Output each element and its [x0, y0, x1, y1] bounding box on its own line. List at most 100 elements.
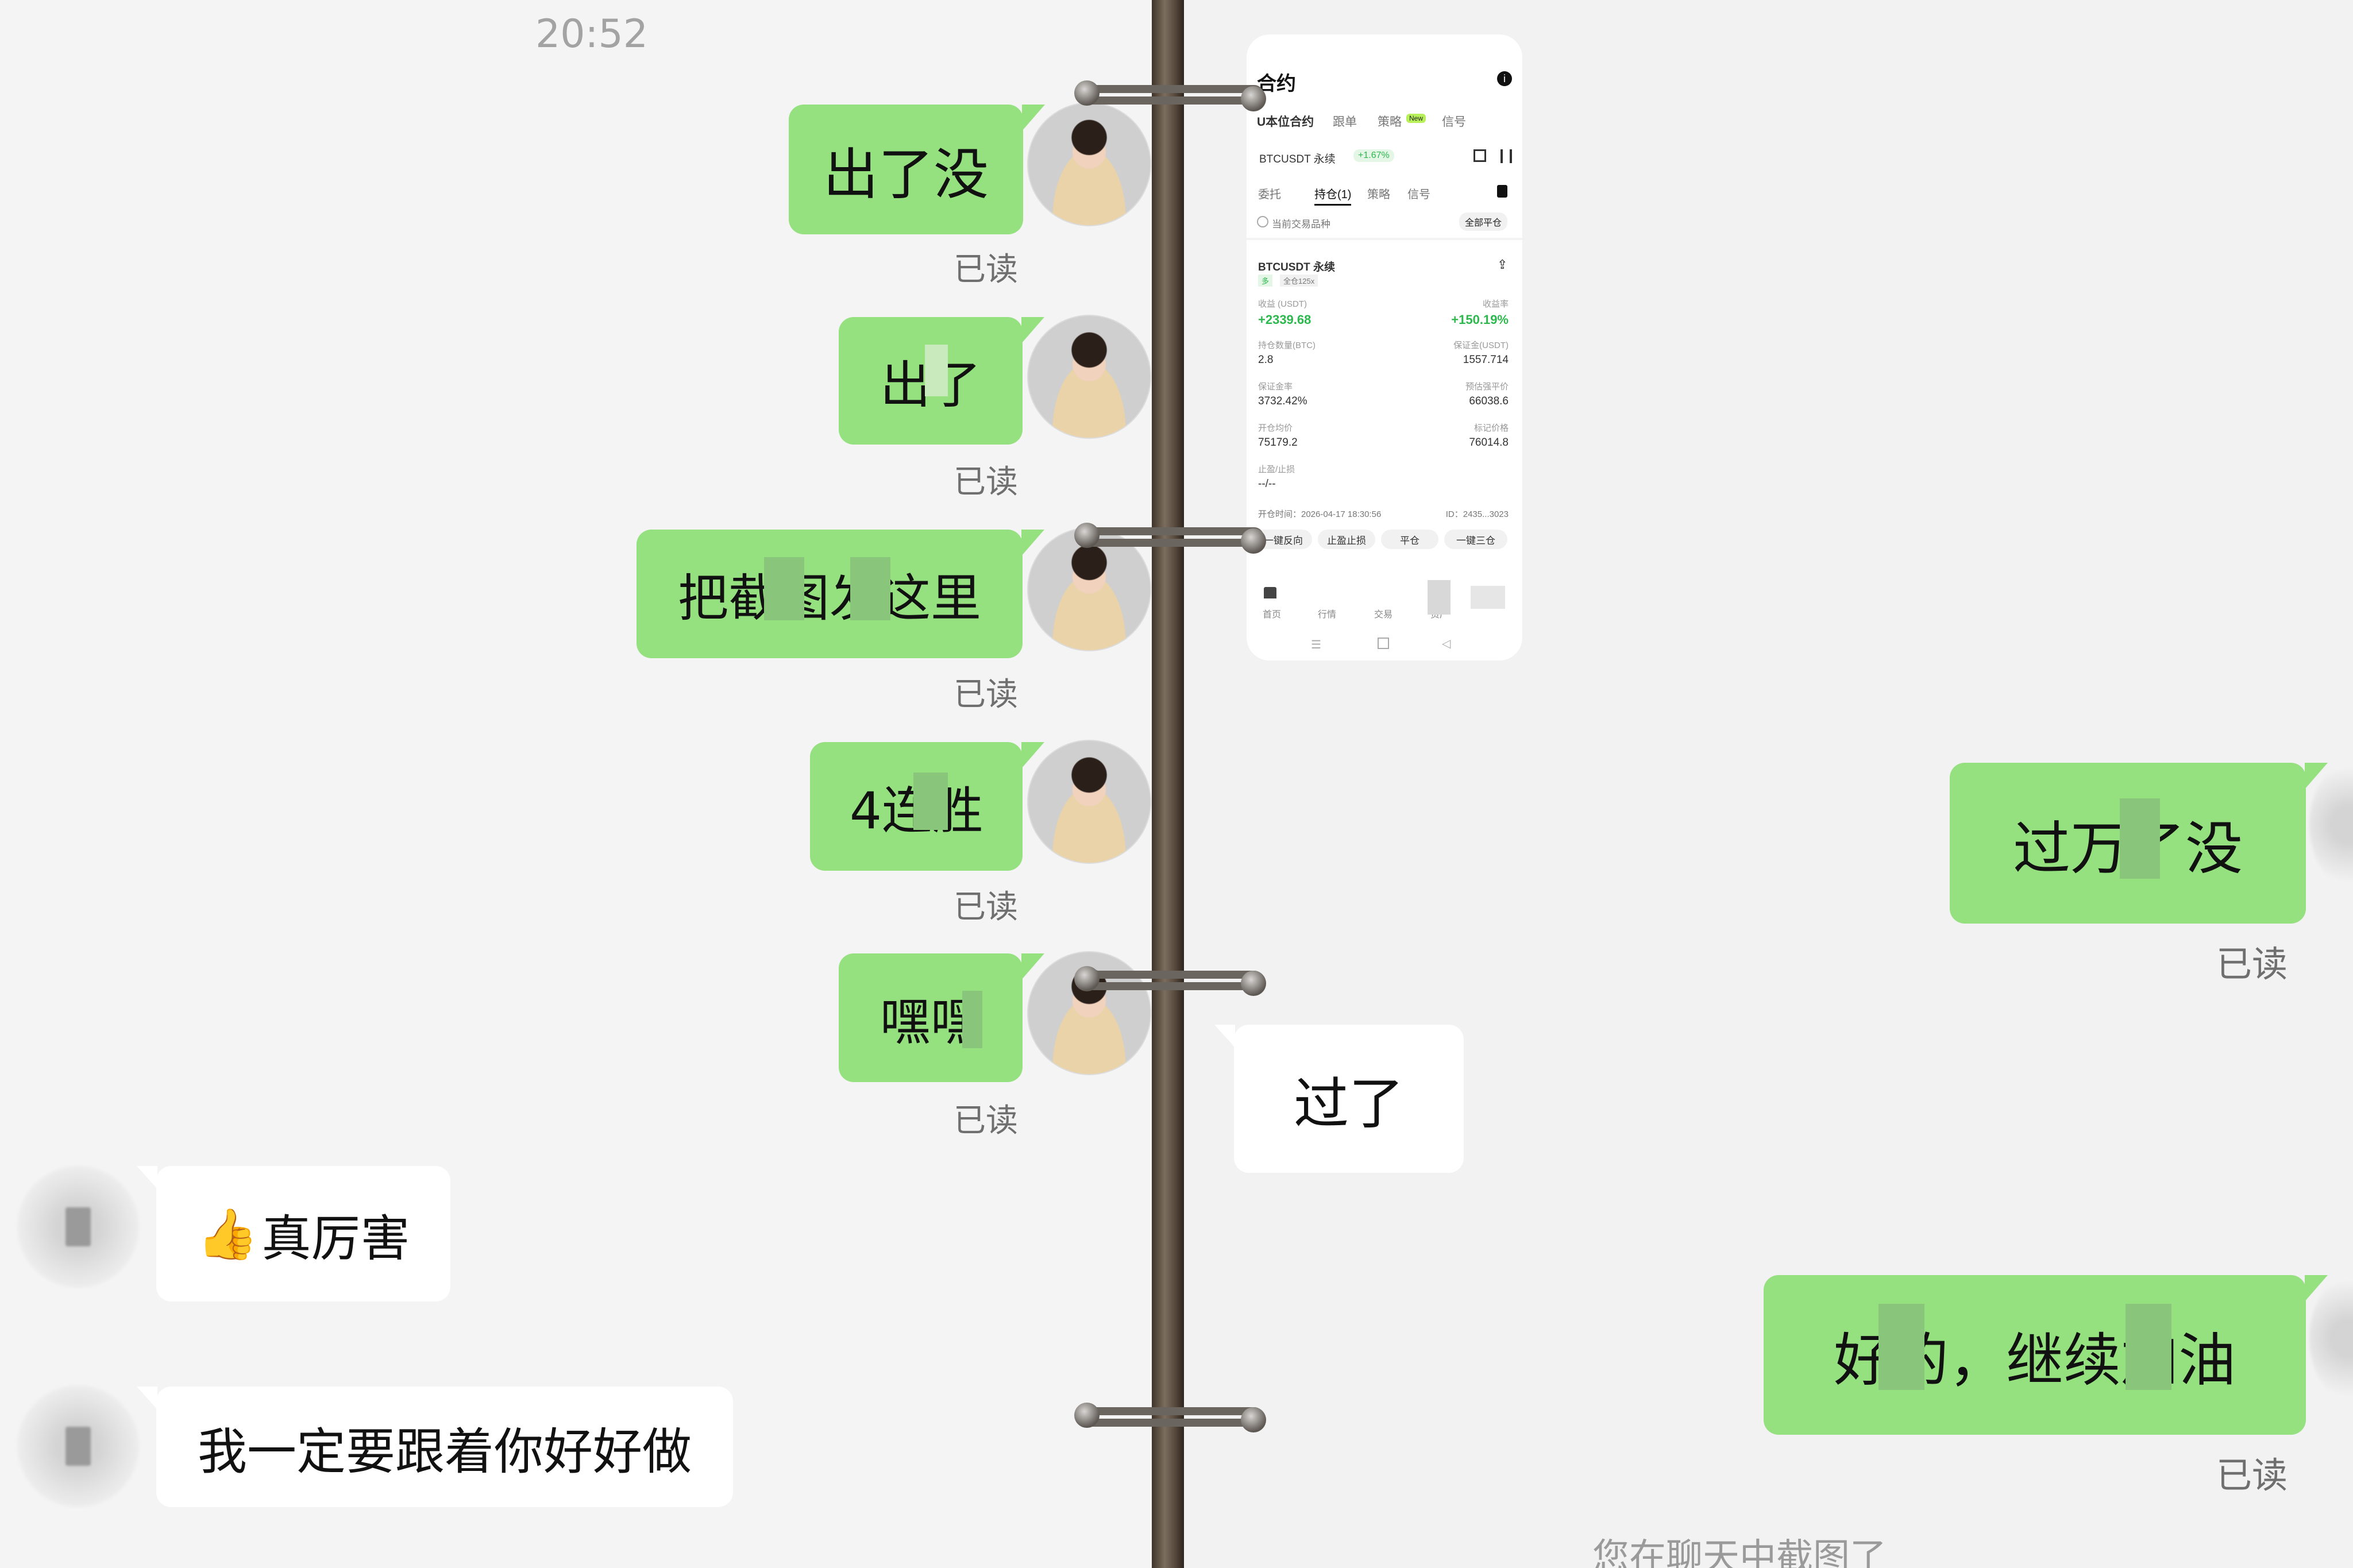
- chat-timestamp: 20:52: [535, 11, 648, 57]
- message-text: 出了没: [823, 142, 989, 207]
- pnl-label: 收益 (USDT): [1258, 299, 1307, 309]
- roi-value: +150.19%: [1451, 312, 1509, 327]
- leverage-tag: 全仓125x: [1280, 275, 1318, 287]
- tp-sl-button[interactable]: 止盈止损: [1318, 530, 1375, 549]
- received-message-bubble[interactable]: 👍 真厉害: [137, 1166, 450, 1301]
- ring-bead: [1074, 1403, 1100, 1428]
- document-icon[interactable]: [1497, 185, 1507, 198]
- received-message-bubble[interactable]: 过了: [1214, 1025, 1464, 1173]
- read-status: 已读: [2216, 1454, 2288, 1496]
- sent-message-bubble[interactable]: 出了没: [789, 105, 1045, 234]
- trading-screenshot-image[interactable]: 合约 i U本位合约 跟单 策略 New 信号 BTCUSDT 永续 +1.67…: [1247, 34, 1522, 661]
- entry-price-value: 75179.2: [1258, 437, 1298, 449]
- home-square-icon[interactable]: [1378, 638, 1389, 649]
- avatar[interactable]: [1028, 528, 1150, 650]
- avatar-silhouette: [65, 1427, 91, 1466]
- ring-bead: [1241, 1407, 1266, 1432]
- chart-icon[interactable]: [1473, 149, 1486, 162]
- avatar-silhouette: [65, 1207, 91, 1246]
- ring-bead: [1241, 971, 1266, 996]
- sent-message-bubble[interactable]: 好的，继续加油: [1764, 1275, 2328, 1435]
- mosaic-blur: [913, 773, 948, 830]
- filter-label: 当前交易品种: [1272, 219, 1330, 230]
- avatar[interactable]: [1028, 316, 1150, 438]
- entry-price-label: 开仓均价: [1258, 423, 1293, 433]
- read-status: 已读: [954, 889, 1018, 926]
- ring-bead: [1074, 966, 1100, 991]
- back-triangle-icon[interactable]: ◁: [1442, 638, 1451, 650]
- nav-home[interactable]: 首页: [1263, 610, 1282, 620]
- mosaic-blur: [962, 991, 982, 1048]
- nav-market[interactable]: 行情: [1318, 610, 1337, 620]
- mosaic-blur: [850, 557, 890, 620]
- read-status: 已读: [954, 676, 1018, 713]
- mark-price-label: 标记价格: [1473, 423, 1509, 433]
- tpsl-label: 止盈/止损: [1258, 465, 1295, 474]
- message-text: 过了: [1294, 1071, 1404, 1136]
- sent-message-bubble[interactable]: 嘿嘿: [839, 953, 1044, 1082]
- pnl-value: +2339.68: [1258, 312, 1311, 327]
- symbol-label[interactable]: BTCUSDT 永续: [1259, 153, 1336, 165]
- tpsl-value[interactable]: --/--: [1258, 478, 1276, 490]
- close-position-button[interactable]: 平仓: [1381, 530, 1438, 549]
- candlestick-icon[interactable]: [1500, 149, 1512, 163]
- read-status: 已读: [954, 251, 1018, 288]
- margin-value: 1557.714: [1463, 354, 1509, 366]
- message-text: 我一定要跟着你好好做: [198, 1423, 692, 1481]
- tab-usdt-futures[interactable]: U本位合约: [1257, 115, 1314, 129]
- avatar[interactable]: [1028, 103, 1150, 225]
- mosaic-blur: [2126, 1304, 2171, 1390]
- liq-price-value: 66038.6: [1469, 395, 1509, 407]
- thumbs-up-icon: 👍: [196, 1205, 259, 1263]
- avatar[interactable]: [1028, 741, 1150, 863]
- tab-signal[interactable]: 信号: [1442, 115, 1466, 129]
- long-tag: 多: [1258, 275, 1273, 287]
- price-change-badge: +1.67%: [1353, 149, 1394, 162]
- tab-strategy[interactable]: 策略: [1378, 115, 1402, 129]
- position-name[interactable]: BTCUSDT 永续: [1258, 261, 1336, 273]
- mosaic-blur: [2120, 798, 2160, 879]
- tab-positions[interactable]: 持仓(1): [1314, 185, 1352, 206]
- position-id: ID：2435...3023: [1445, 509, 1509, 519]
- received-message-bubble[interactable]: 我一定要跟着你好好做: [137, 1387, 733, 1507]
- tab-copy-trade[interactable]: 跟单: [1333, 115, 1357, 129]
- binder-ring: [1080, 1407, 1264, 1427]
- tab-sub-strategy[interactable]: 策略: [1367, 188, 1390, 201]
- divider: [1247, 238, 1522, 240]
- avatar[interactable]: [17, 1166, 139, 1288]
- read-status: 已读: [2216, 943, 2288, 985]
- tab-orders[interactable]: 委托: [1258, 188, 1281, 201]
- mark-price-value: 76014.8: [1469, 437, 1509, 449]
- sent-message-bubble[interactable]: 把截图发这里: [637, 530, 1044, 658]
- mosaic-blur: [1428, 580, 1451, 615]
- nav-trade[interactable]: 交易: [1374, 610, 1393, 620]
- ring-bead: [1241, 86, 1266, 111]
- qty-label: 持仓数量(BTC): [1258, 341, 1316, 350]
- margin-label: 保证金(USDT): [1453, 341, 1509, 350]
- home-icon[interactable]: [1264, 587, 1276, 598]
- binder-ring: [1080, 527, 1264, 547]
- ring-bead: [1074, 80, 1100, 106]
- margin-ratio-value: 3732.42%: [1258, 395, 1307, 407]
- mosaic-blur: [925, 345, 948, 396]
- share-icon[interactable]: ⇪: [1497, 257, 1508, 272]
- open-time: 开仓时间：2026-04-17 18:30:56: [1258, 509, 1382, 519]
- avatar[interactable]: [17, 1385, 139, 1507]
- margin-ratio-label: 保证金率: [1258, 382, 1293, 392]
- liq-price-label: 预估强平价: [1465, 382, 1509, 392]
- menu-icon[interactable]: ☰: [1311, 639, 1321, 651]
- left-chat-panel: 20:52 出了没 已读 出了 已读 把截图发这里 已读 4连胜 已读 嘿嘿 已…: [0, 0, 1166, 1568]
- sent-message-bubble[interactable]: 出了: [839, 317, 1044, 445]
- one-click-button[interactable]: 一键三仓: [1444, 530, 1507, 549]
- screenshot-notice: 您在聊天中截图了: [1592, 1536, 1887, 1568]
- message-text: 真厉害: [261, 1210, 410, 1268]
- tab-sub-signal[interactable]: 信号: [1407, 188, 1430, 201]
- new-badge: New: [1406, 114, 1426, 123]
- mosaic-blur: [1471, 586, 1505, 609]
- mosaic-blur: [764, 557, 804, 620]
- info-icon[interactable]: i: [1497, 71, 1512, 86]
- filter-checkbox[interactable]: [1257, 216, 1268, 227]
- ring-bead: [1074, 523, 1100, 548]
- close-all-button[interactable]: 全部平仓: [1459, 213, 1508, 231]
- qty-value: 2.8: [1258, 354, 1274, 366]
